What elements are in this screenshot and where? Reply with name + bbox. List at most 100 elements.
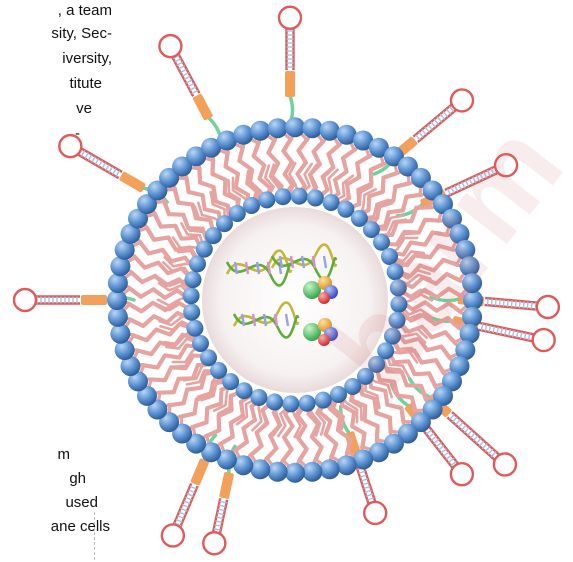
- aptamer-base-pair: [482, 444, 487, 449]
- aptamer-base-pair: [367, 498, 374, 500]
- aptamer-base-pair: [184, 501, 190, 504]
- lipid-head: [315, 392, 332, 409]
- aptamer-loop: [14, 289, 36, 311]
- aptamer-base-pair: [214, 529, 221, 530]
- aptamer-base-pair: [116, 170, 120, 176]
- lipid-head: [389, 312, 406, 329]
- aptamer-base-pair: [467, 430, 472, 435]
- lipid-head: [337, 455, 357, 475]
- aptamer-loop: [494, 453, 516, 475]
- linker-block: [285, 71, 295, 97]
- aptamer-base-pair: [476, 175, 479, 181]
- lipid-head: [185, 271, 202, 288]
- aptamer-base-pair: [431, 122, 435, 127]
- aptamer-base-pair: [181, 508, 187, 511]
- aptamer-base-pair: [190, 87, 196, 90]
- aptamer-base-pair: [507, 300, 508, 307]
- aptamer-base-pair: [459, 422, 464, 427]
- aptamer-base-pair: [523, 301, 524, 308]
- aptamer-base-pair: [455, 185, 458, 191]
- aptamer-base-pair: [184, 76, 190, 79]
- aptamer-loop: [533, 329, 555, 351]
- aptamer-base-pair: [216, 517, 223, 518]
- lipid-head: [307, 190, 324, 207]
- aptamer-base-pair: [476, 438, 481, 443]
- aptamer-loop: [451, 89, 473, 111]
- aptamer-base-pair: [182, 505, 188, 508]
- lipid-head: [186, 320, 203, 337]
- lipid-head: [250, 389, 267, 406]
- aptamer-base-pair: [497, 327, 498, 334]
- linker-block: [190, 458, 209, 486]
- aptamer-base-pair: [360, 475, 367, 477]
- aptamer-loop: [364, 502, 386, 524]
- lipid-head: [373, 234, 390, 251]
- lipid-head: [192, 335, 209, 352]
- aptamer-base-pair: [179, 512, 185, 515]
- aptamer-base-pair: [473, 177, 476, 183]
- aptamer-base-pair: [493, 326, 494, 333]
- aptamer-base-pair: [434, 439, 440, 443]
- atom: [318, 292, 330, 304]
- lipid-head: [285, 117, 305, 137]
- lipid-head: [387, 263, 404, 280]
- aptamer-base-pair: [186, 80, 192, 83]
- lipid-head: [110, 324, 130, 344]
- aptamer-base-pair: [528, 333, 529, 340]
- aptamer-base-pair: [469, 179, 472, 185]
- aptamer-base-pair: [488, 449, 493, 454]
- aptamer-base-pair: [366, 494, 373, 496]
- aptamer-base-pair: [446, 455, 452, 459]
- aptamer-base-pair: [485, 324, 486, 331]
- lipid-head: [299, 395, 316, 412]
- aptamer-base-pair: [489, 325, 490, 332]
- aptamer-base-pair: [419, 132, 423, 137]
- aptamer-base-pair: [428, 124, 432, 129]
- lipid-head: [384, 328, 401, 345]
- aptamer-base-pair: [513, 330, 514, 337]
- aptamer-loop: [203, 532, 225, 554]
- aptamer-base-pair: [192, 90, 198, 93]
- aptamer-loop: [537, 296, 559, 318]
- lipid-head: [302, 462, 322, 482]
- aptamer-base-pair: [443, 452, 449, 456]
- aptamer-loop: [162, 524, 184, 546]
- aptamer-base-pair: [462, 425, 467, 430]
- aptamer-base-pair: [220, 501, 227, 502]
- aptamer-base-pair: [182, 73, 188, 76]
- aptamer-base-pair: [499, 299, 500, 306]
- aptamer-base-pair: [218, 509, 225, 510]
- aptamer-base-pair: [215, 525, 222, 526]
- aptamer-base-pair: [484, 172, 487, 178]
- aptamer-strand: [447, 417, 494, 459]
- aptamer-base-pair: [515, 301, 516, 308]
- aptamer-strand: [427, 424, 457, 463]
- aptamer-base-pair: [88, 154, 92, 160]
- aptamer-base-pair: [431, 436, 437, 440]
- aptamer-base-pair: [219, 505, 226, 506]
- aptamer-strand: [213, 498, 220, 531]
- aptamer-base-pair: [496, 299, 497, 306]
- aptamer-strand: [220, 500, 227, 533]
- aptamer-base-pair: [438, 446, 444, 450]
- aptamer-base-pair: [511, 300, 512, 307]
- atom: [318, 334, 330, 346]
- aptamer-base-pair: [473, 436, 478, 441]
- lipid-head: [250, 121, 270, 141]
- aptamer-base-pair: [509, 329, 510, 336]
- aptamer-base-pair: [434, 119, 438, 124]
- aptamer-base-pair: [448, 458, 454, 462]
- lipid-head: [323, 194, 340, 211]
- lipid-head: [268, 462, 288, 482]
- aptamer-base-pair: [81, 150, 85, 156]
- aptamer-base-pair: [440, 114, 444, 119]
- aptamer-conjugate: [159, 35, 221, 142]
- aptamer-base-pair: [491, 168, 494, 174]
- aptamer-base-pair: [485, 446, 490, 451]
- aptamer-base-pair: [190, 486, 196, 489]
- aptamer-base-pair: [524, 333, 525, 340]
- lipid-head: [282, 395, 299, 412]
- aptamer-base-pair: [492, 299, 493, 306]
- aptamer-base-pair: [491, 452, 496, 457]
